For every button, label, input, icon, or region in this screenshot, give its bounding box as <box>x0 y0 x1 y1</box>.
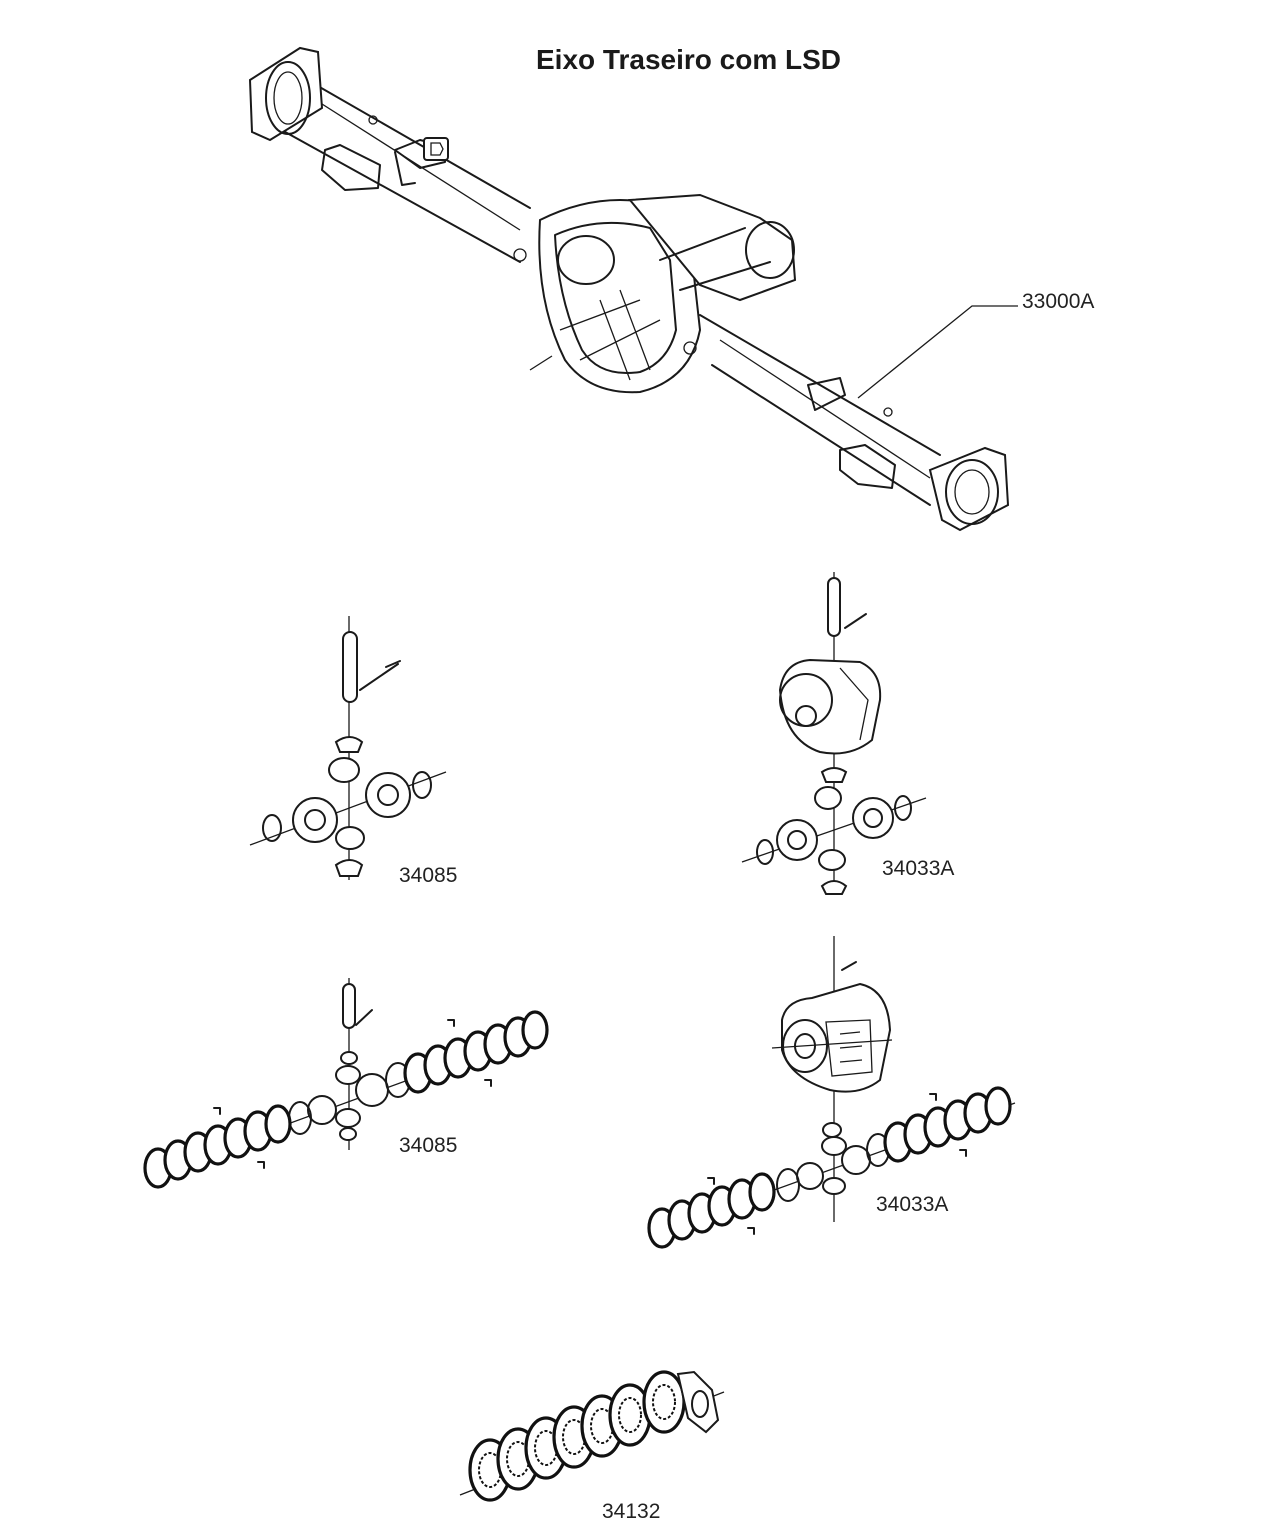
open-diff-case-drawing <box>741 572 927 895</box>
lsd-diff-case-drawing <box>647 936 1016 1249</box>
lsd-diff-gears-drawing <box>143 978 549 1189</box>
part-label-diff-case-lsd: 34033A <box>876 1193 949 1216</box>
open-diff-gears-drawing <box>249 616 447 880</box>
part-label-diff-gears-lsd: 34085 <box>399 1134 458 1157</box>
page-title: Eixo Traseiro com LSD <box>536 44 841 75</box>
clutch-pack-drawing <box>459 1370 725 1502</box>
part-label-axle: 33000A <box>1022 290 1095 313</box>
part-label-clutch-pack: 34132 <box>602 1500 661 1523</box>
part-label-diff-gears-open: 34085 <box>399 864 458 887</box>
axle-housing-drawing <box>248 46 1018 532</box>
part-label-diff-case-open: 34033A <box>882 857 955 880</box>
